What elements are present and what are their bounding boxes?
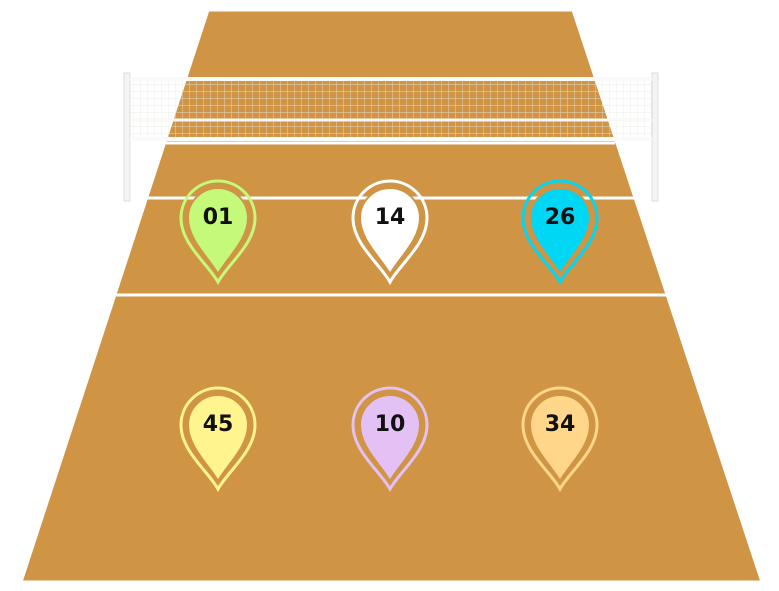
net-post-left (123, 72, 131, 202)
player-number: 26 (544, 205, 576, 230)
location-pin-icon (351, 386, 429, 493)
player-marker[interactable]: 01 (178, 178, 258, 286)
player-number: 34 (544, 412, 576, 437)
net-post-right (651, 72, 659, 202)
player-number: 45 (202, 412, 234, 437)
location-pin-icon (179, 179, 257, 286)
player-marker[interactable]: 26 (520, 178, 600, 286)
player-marker[interactable]: 34 (520, 385, 600, 493)
player-number: 01 (202, 205, 234, 230)
location-pin-icon (351, 179, 429, 286)
player-marker[interactable]: 10 (350, 385, 430, 493)
net (130, 77, 652, 141)
player-number: 10 (374, 412, 406, 437)
player-marker[interactable]: 45 (178, 385, 258, 493)
location-pin-icon (521, 386, 599, 493)
location-pin-icon (521, 179, 599, 286)
player-marker[interactable]: 14 (350, 178, 430, 286)
player-number: 14 (374, 205, 406, 230)
location-pin-icon (179, 386, 257, 493)
